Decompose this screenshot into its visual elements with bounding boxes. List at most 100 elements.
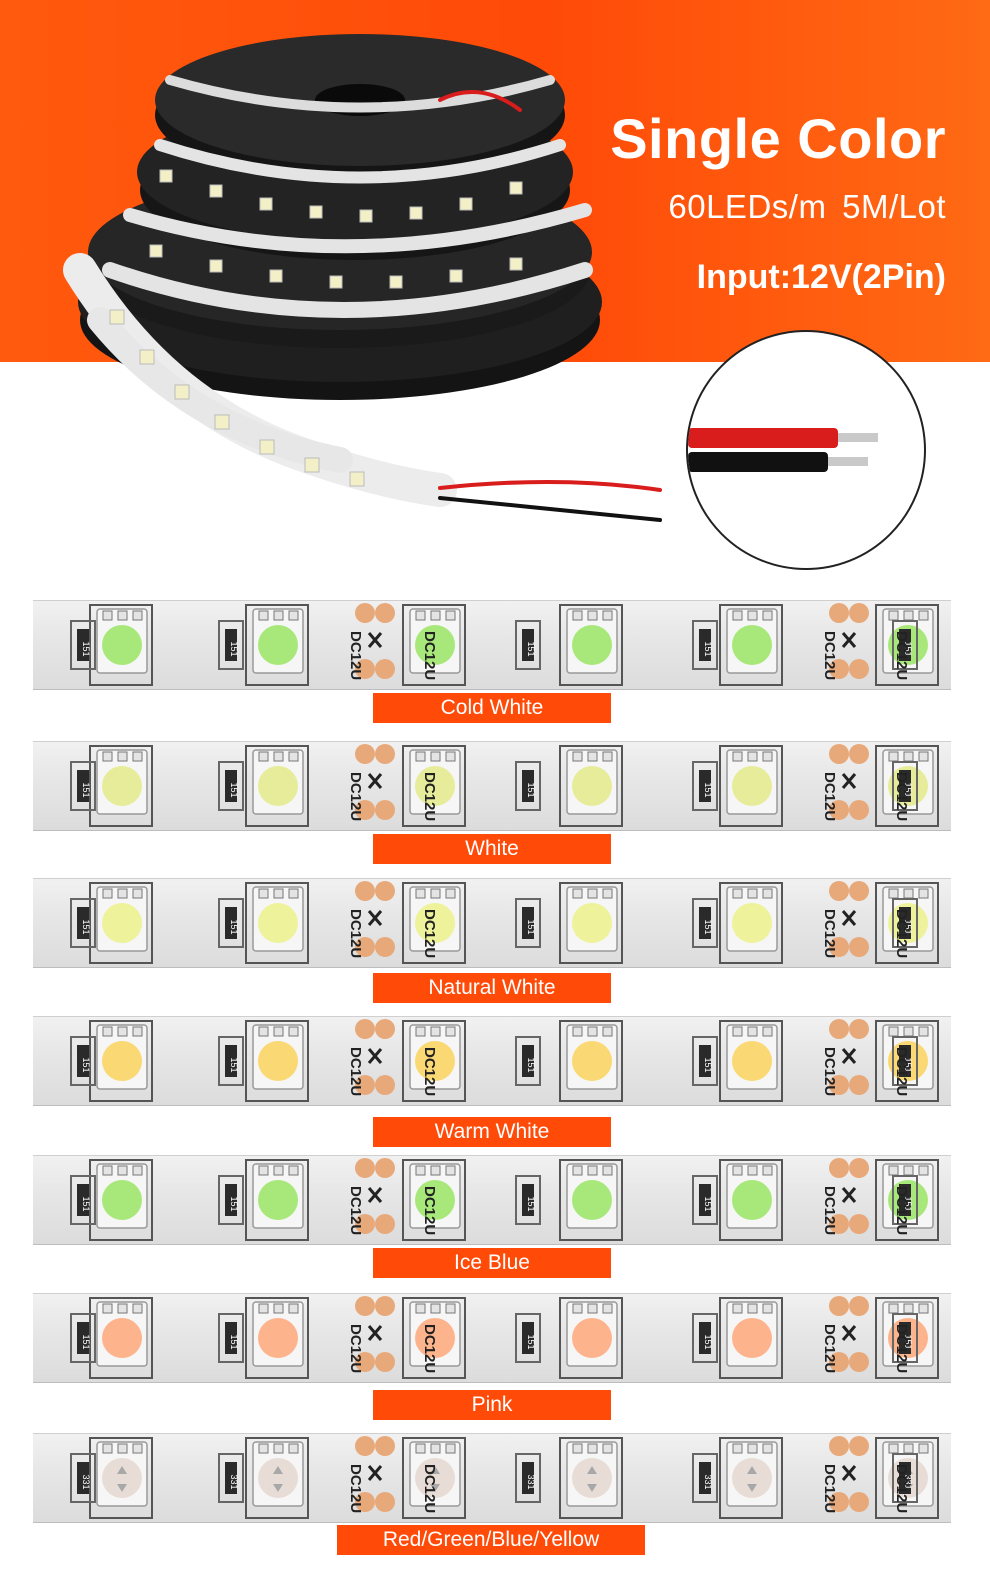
led-chip — [719, 1297, 783, 1379]
wire-closeup-image — [686, 330, 926, 570]
resistor: 151 — [692, 620, 718, 670]
voltage-print: DC12U — [893, 631, 910, 680]
led-chip — [245, 604, 309, 686]
solder-pad — [355, 1019, 395, 1095]
resistor: 151 — [892, 1313, 918, 1363]
resistor: 151 — [515, 1036, 541, 1086]
resistor: 151 — [515, 1175, 541, 1225]
svg-text:151: 151 — [81, 782, 91, 797]
svg-text:151: 151 — [229, 641, 239, 656]
svg-text:151: 151 — [526, 1196, 536, 1211]
led-chip — [402, 1020, 466, 1102]
svg-text:151: 151 — [81, 919, 91, 934]
hero-banner: Single Color 60LEDs/m 5M/Lot Input:12V(2… — [0, 0, 990, 580]
resistor: 151 — [515, 1313, 541, 1363]
color-label: Cold White — [373, 693, 611, 723]
svg-text:151: 151 — [903, 782, 913, 797]
voltage-print: DC12U — [893, 1186, 910, 1235]
voltage-print: DC12U — [347, 1186, 364, 1235]
svg-text:151: 151 — [229, 1057, 239, 1072]
svg-text:151: 151 — [703, 641, 713, 656]
voltage-print: DC12U — [821, 909, 838, 958]
voltage-print: DC12U — [347, 909, 364, 958]
svg-text:151: 151 — [81, 1196, 91, 1211]
resistor: 151 — [892, 1175, 918, 1225]
led-chip — [559, 1159, 623, 1241]
voltage-print: DC12U — [893, 1047, 910, 1096]
voltage-print: DC12U — [347, 772, 364, 821]
solder-pad — [355, 1158, 395, 1234]
led-chip — [245, 1297, 309, 1379]
resistor: 151 — [692, 898, 718, 948]
voltage-print: DC12U — [821, 1324, 838, 1373]
svg-text:151: 151 — [703, 919, 713, 934]
led-chip — [559, 1020, 623, 1102]
svg-text:151: 151 — [526, 919, 536, 934]
svg-text:151: 151 — [703, 1196, 713, 1211]
voltage-print: DC12U — [821, 772, 838, 821]
led-chip — [402, 882, 466, 964]
voltage-print: DC12U — [347, 631, 364, 680]
svg-text:151: 151 — [703, 1334, 713, 1349]
led-chip — [559, 745, 623, 827]
color-label: White — [373, 834, 611, 864]
led-chip — [245, 1159, 309, 1241]
svg-text:151: 151 — [526, 782, 536, 797]
voltage-print: DC12U — [421, 1324, 438, 1373]
resistor: 151 — [218, 1036, 244, 1086]
resistor: 151 — [892, 898, 918, 948]
resistor: 331 — [515, 1453, 541, 1503]
voltage-print: DC12U — [421, 1186, 438, 1235]
led-chip — [402, 1437, 466, 1519]
svg-text:151: 151 — [229, 919, 239, 934]
resistor: 151 — [692, 761, 718, 811]
resistor: 151 — [218, 1313, 244, 1363]
resistor: 331 — [218, 1453, 244, 1503]
solder-pad — [355, 1296, 395, 1372]
svg-text:331: 331 — [526, 1474, 536, 1489]
solder-pad — [355, 603, 395, 679]
svg-text:151: 151 — [903, 641, 913, 656]
voltage-print: DC12U — [421, 909, 438, 958]
resistor: 151 — [218, 620, 244, 670]
voltage-print: DC12U — [421, 772, 438, 821]
svg-text:151: 151 — [526, 641, 536, 656]
led-chip — [559, 882, 623, 964]
svg-text:151: 151 — [703, 782, 713, 797]
svg-text:151: 151 — [526, 1057, 536, 1072]
led-chip — [559, 604, 623, 686]
led-chip — [719, 1020, 783, 1102]
svg-text:151: 151 — [903, 1057, 913, 1072]
led-chip — [245, 1020, 309, 1102]
resistor: 151 — [218, 761, 244, 811]
color-label: Red/Green/Blue/Yellow — [337, 1525, 645, 1555]
resistor: 151 — [892, 761, 918, 811]
voltage-print: DC12U — [893, 909, 910, 958]
resistor: 151 — [218, 1175, 244, 1225]
led-chip — [89, 1297, 153, 1379]
led-chip — [402, 1159, 466, 1241]
led-chip — [559, 1437, 623, 1519]
svg-text:151: 151 — [229, 1196, 239, 1211]
resistor: 151 — [892, 1036, 918, 1086]
solder-pad — [829, 1019, 869, 1095]
resistor: 151 — [70, 1175, 96, 1225]
product-spec: 60LEDs/m 5M/Lot — [668, 188, 946, 225]
svg-text:151: 151 — [526, 1334, 536, 1349]
resistor: 151 — [70, 761, 96, 811]
voltage-print: DC12U — [421, 631, 438, 680]
resistor: 151 — [70, 1036, 96, 1086]
led-chip — [719, 882, 783, 964]
led-chip — [89, 1020, 153, 1102]
svg-text:331: 331 — [703, 1474, 713, 1489]
color-label: Natural White — [373, 973, 611, 1003]
svg-text:151: 151 — [703, 1057, 713, 1072]
voltage-print: DC12U — [821, 1047, 838, 1096]
voltage-print: DC12U — [347, 1324, 364, 1373]
